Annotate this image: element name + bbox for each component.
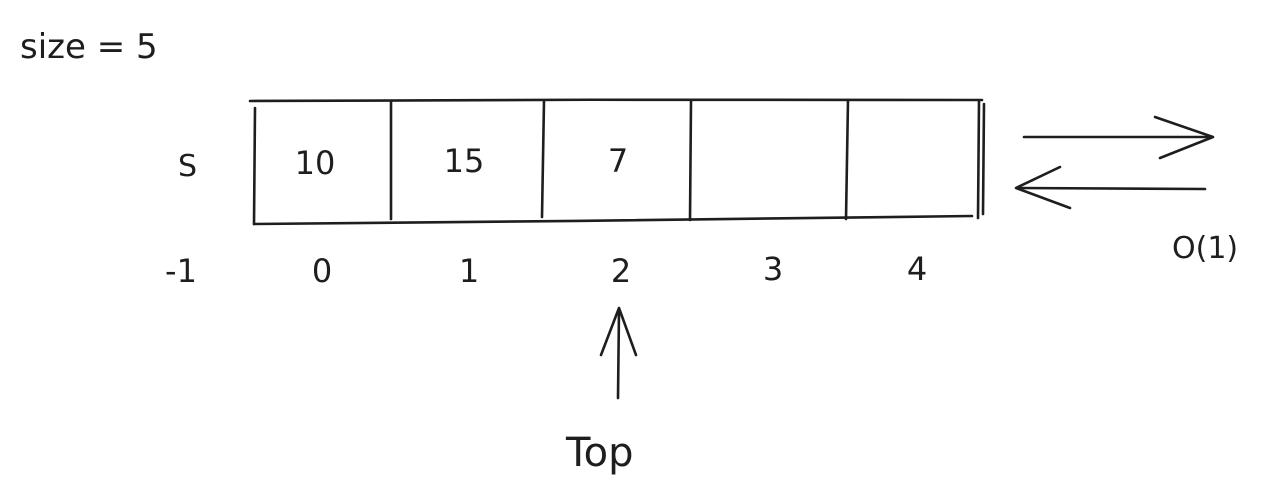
index-label: 2 [611,252,631,290]
index-labels: -1 0 1 2 3 4 [165,250,927,290]
cell-values: 10 15 7 [295,142,629,182]
index-label: -1 [165,252,197,290]
cell-value-2: 7 [608,142,628,180]
push-arrow-icon [1022,115,1215,160]
cell-value-0: 10 [295,144,336,182]
array-box [248,98,986,226]
row-label: S [178,149,197,184]
divider-4 [844,98,850,221]
divider-2 [540,99,546,219]
cell-dividers [389,98,850,222]
index-label: 1 [459,252,479,290]
index-label: 0 [312,252,332,290]
cell-value-1: 15 [444,142,485,180]
index-label: 3 [763,250,783,288]
size-label: size = 5 [20,27,158,67]
pop-arrow-icon [1014,165,1207,210]
complexity-label: O(1) [1172,231,1238,266]
divider-3 [688,99,693,222]
top-pointer-arrow-icon [599,306,638,400]
top-pointer-label: Top [565,430,634,476]
index-label: 4 [907,250,927,288]
